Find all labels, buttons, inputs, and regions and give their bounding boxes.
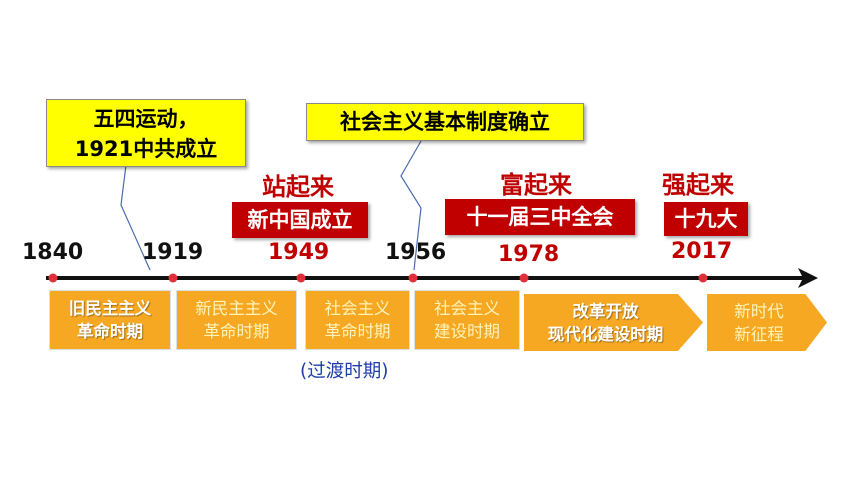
timeline-dot-1840 — [48, 273, 58, 283]
period-old-democratic: 旧民主主义 革命时期 — [49, 290, 171, 350]
period-reform-opening: 改革开放 现代化建设时期 — [524, 294, 703, 351]
year-label: 1919 — [142, 240, 204, 265]
period-line: 革命时期 — [203, 322, 270, 341]
timeline-dot-2017 — [698, 273, 708, 283]
slogan-get-rich: 富起来 — [500, 171, 572, 199]
connector-line-1956 — [400, 140, 422, 271]
may-fourth-callout-line1: 五四运动， — [93, 107, 199, 131]
year-label: 1840 — [22, 240, 84, 265]
transition-period-note: (过渡时期) — [300, 361, 389, 382]
period-new-democratic: 新民主主义 革命时期 — [176, 290, 297, 350]
period-line: 革命时期 — [324, 322, 391, 341]
slogan-stand-up: 站起来 — [262, 173, 334, 201]
period-socialist-revolution: 社会主义 革命时期 — [305, 290, 410, 350]
period-new-era: 新时代 新征程 — [707, 294, 827, 351]
event-new-china: 新中国成立 — [232, 202, 368, 238]
connector-line-1919 — [120, 164, 151, 271]
year-label: 1949 — [268, 240, 330, 265]
period-line: 社会主义 — [434, 299, 500, 318]
timeline-arrowhead — [798, 268, 818, 288]
slogan-grow-strong: 强起来 — [662, 171, 734, 199]
year-label: 1956 — [385, 240, 447, 265]
year-label: 2017 — [671, 239, 733, 264]
period-line: 新民主主义 — [195, 299, 278, 318]
timeline-dot-1978 — [519, 273, 529, 283]
period-socialist-construction: 社会主义 建设时期 — [414, 290, 520, 350]
may-fourth-callout: 五四运动， 1921中共成立 — [46, 99, 246, 167]
period-line: 现代化建设时期 — [547, 324, 664, 344]
timeline-dot-1956 — [408, 273, 418, 283]
event-third-plenum: 十一届三中全会 — [445, 199, 635, 235]
period-line: 改革开放 — [572, 301, 639, 321]
timeline-dot-1919 — [168, 273, 178, 283]
timeline-dot-1949 — [296, 273, 306, 283]
socialist-system-callout: 社会主义基本制度确立 — [306, 103, 584, 141]
period-line: 社会主义 — [324, 299, 391, 318]
period-line: 革命时期 — [77, 322, 143, 341]
event-nineteenth-congress: 十九大 — [664, 202, 748, 236]
period-line: 新时代 — [734, 301, 784, 321]
period-line: 建设时期 — [434, 322, 500, 341]
period-line: 新征程 — [734, 324, 784, 344]
may-fourth-callout-line2: 1921中共成立 — [74, 137, 218, 161]
period-line: 旧民主主义 — [68, 299, 152, 318]
year-label: 1978 — [498, 242, 560, 267]
